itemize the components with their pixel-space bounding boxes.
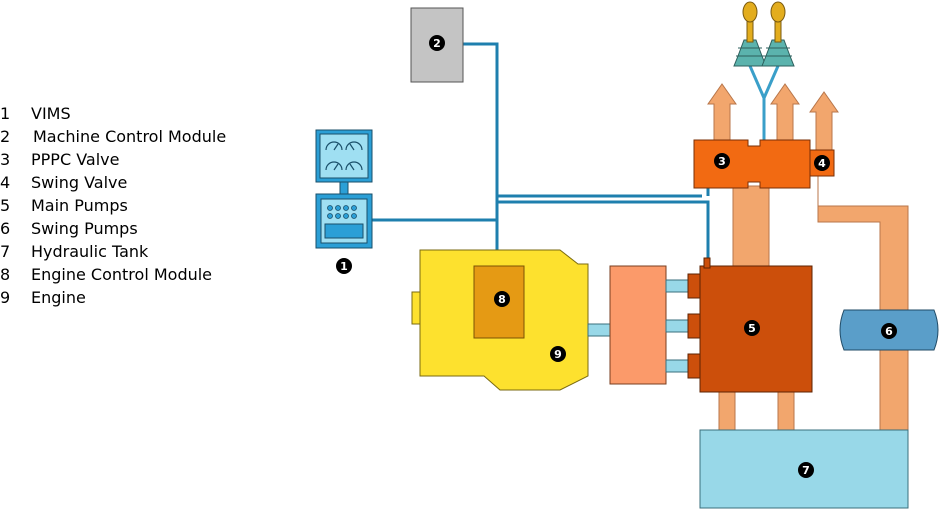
hydraulic-tank: 7 xyxy=(699,429,909,509)
joystick-right xyxy=(761,1,795,67)
pilot-lines xyxy=(748,65,780,142)
machine-control-module: 2 xyxy=(410,7,464,83)
pppc-valve: 3 xyxy=(693,139,811,189)
legend-number: 7 xyxy=(0,242,11,261)
electrical-lines xyxy=(372,42,710,268)
pump-control-line xyxy=(497,200,710,262)
legend-label: Engine Control Module xyxy=(31,265,213,284)
legend-label: Machine Control Module xyxy=(33,127,227,146)
main-pump-supply-line xyxy=(732,185,770,269)
joystick-boot-icon xyxy=(733,39,767,67)
badge-engine-control-module xyxy=(494,291,510,307)
legend-number: 6 xyxy=(0,219,11,238)
badge-text: 9 xyxy=(554,348,562,361)
joystick-left-pilot-line xyxy=(748,65,766,142)
swing-pumps: 6 xyxy=(839,309,939,351)
badge-text: 2 xyxy=(433,37,441,50)
legend-number: 3 xyxy=(0,150,11,169)
drive-shaft xyxy=(587,323,613,337)
badge-hydraulic-tank xyxy=(798,462,814,478)
badge-text: 1 xyxy=(340,260,348,273)
legend-label: PPPC Valve xyxy=(31,150,120,169)
keypad-icon xyxy=(327,205,357,219)
badge-text: 4 xyxy=(818,157,826,170)
badge-pppc-valve xyxy=(714,153,730,169)
joystick-knob-icon xyxy=(742,1,758,23)
swing-valve-outlet-arrow xyxy=(809,91,839,153)
badge-machine-control-module xyxy=(429,35,445,51)
badge-text: 5 xyxy=(748,322,756,335)
legend-number: 9 xyxy=(0,288,11,307)
joystick-left xyxy=(733,1,767,67)
joystick-boot-icon xyxy=(761,39,795,67)
legend-number: 4 xyxy=(0,173,11,192)
legend-label: Swing Valve xyxy=(31,173,128,192)
legend-label: Main Pumps xyxy=(31,196,128,215)
vims: 1 xyxy=(315,129,373,274)
pump-tank-line-left xyxy=(718,391,736,433)
legend-number: 2 xyxy=(0,127,11,146)
pppc-outlet-arrow-left xyxy=(707,83,737,141)
pppc-outlet-arrow-right xyxy=(770,83,800,141)
legend-label: Hydraulic Tank xyxy=(31,242,149,261)
joystick-right-pilot-line xyxy=(762,65,780,99)
badge-text: 6 xyxy=(885,325,893,338)
legend-label: Swing Pumps xyxy=(31,219,138,238)
badge-text: 7 xyxy=(802,464,810,477)
badge-text: 8 xyxy=(498,293,506,306)
swing-return-line xyxy=(817,176,909,431)
swing-valve: 4 xyxy=(809,149,835,177)
main-pumps: 5 xyxy=(687,257,813,393)
gauge-icon xyxy=(325,141,363,171)
badge-text: 3 xyxy=(718,155,726,168)
legend-number: 5 xyxy=(0,196,11,215)
badge-engine xyxy=(550,346,566,362)
legend-label: Engine xyxy=(31,288,86,307)
badge-vims xyxy=(336,258,352,274)
badge-swing-pumps xyxy=(881,323,897,339)
hydraulic-lines xyxy=(707,83,909,433)
display-screen xyxy=(324,223,364,239)
badge-swing-valve xyxy=(814,155,830,171)
engine-control-module: 8 xyxy=(473,265,525,339)
legend-number: 8 xyxy=(0,265,11,284)
pump-drive xyxy=(609,265,693,385)
pump-tank-line-right xyxy=(777,391,795,433)
joystick-knob-icon xyxy=(770,1,786,23)
legend-number: 1 xyxy=(0,104,11,123)
mcm-line xyxy=(463,42,499,268)
legend-label: VIMS xyxy=(31,104,71,123)
badge-main-pumps xyxy=(744,320,760,336)
